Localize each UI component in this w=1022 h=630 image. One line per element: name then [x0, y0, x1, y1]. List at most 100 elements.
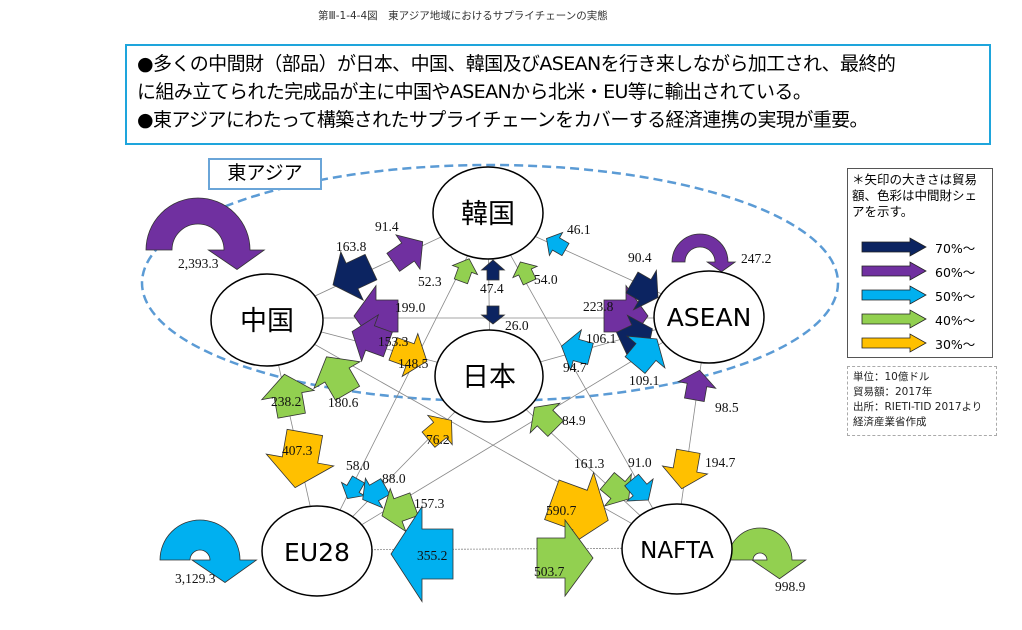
- flow-value-label: 503.7: [534, 564, 565, 579]
- flow-arrow: [362, 476, 391, 509]
- summary-line-1: ●多くの中間財（部品）が日本、中国、韓国及びASEANを行き来しながら加工され、…: [137, 53, 896, 75]
- legend-arrow-icon: [861, 285, 927, 305]
- flow-value-label: 109.1: [629, 373, 659, 388]
- unit-text: 単位：10億ドル: [853, 371, 930, 383]
- flow-arrow: [671, 233, 737, 273]
- flow-arrow: [386, 234, 424, 272]
- flow-arrow: [265, 428, 335, 489]
- flow-value-label: 2,393.3: [178, 256, 219, 271]
- flow-value-label: 194.7: [705, 455, 736, 470]
- flow-value-label: 58.0: [346, 458, 370, 473]
- flow-arrow: [313, 356, 362, 401]
- flow-arrow: [624, 473, 654, 502]
- flow-value-label: 91.4: [375, 219, 399, 234]
- flow-arrow: [451, 258, 479, 285]
- flow-value-label: 54.0: [534, 272, 558, 287]
- flow-value-label: 157.3: [414, 496, 445, 511]
- summary-line-3: ●東アジアにわたって構築されたサプライチェーンをカバーする経済連携の実現が重要。: [137, 109, 869, 131]
- flow-value-label: 91.0: [628, 455, 652, 470]
- node-korea: 韓国: [432, 166, 544, 260]
- legend-item-30: 30%～: [848, 333, 994, 353]
- node-label-eu28: EU28: [284, 538, 350, 567]
- flow-arrow: [561, 328, 594, 372]
- node-eu28: EU28: [261, 505, 373, 597]
- legend-item-40: 40%～: [848, 309, 994, 329]
- flow-value-label: 355.2: [417, 548, 447, 563]
- flow-arrow: [390, 505, 454, 603]
- legend-item-70: 70%～: [848, 237, 994, 257]
- source-note: 単位：10億ドル 貿易額：2017年 出所：RIETI-TID 2017より経済…: [847, 366, 997, 436]
- flow-value-label: 94.7: [563, 360, 587, 375]
- legend-item-60: 60%～: [848, 261, 994, 281]
- flow-arrow: [480, 259, 506, 281]
- flow-arrow: [145, 197, 266, 270]
- flow-arrow: [546, 231, 570, 257]
- legend-label: 60%～: [935, 265, 976, 280]
- node-nafta: NAFTA: [621, 503, 733, 595]
- flow-value-label: 76.2: [426, 432, 450, 447]
- flow-arrow: [421, 414, 453, 448]
- flow-arrow: [677, 369, 717, 402]
- flow-value-label: 26.0: [505, 318, 529, 333]
- flow-value-label: 407.3: [282, 443, 313, 458]
- flow-value-label: 52.3: [418, 274, 442, 289]
- flow-value-label: 238.2: [271, 394, 301, 409]
- flow-value-label: 998.9: [775, 579, 806, 594]
- legend-arrow-icon: [861, 309, 927, 329]
- flow-value-label: 46.1: [567, 222, 591, 237]
- flow-arrow: [260, 373, 316, 419]
- legend-label: 50%～: [935, 289, 976, 304]
- flow-value-label: 247.2: [741, 251, 771, 266]
- flow-value-label: 98.5: [715, 400, 739, 415]
- summary-line-2: に組み立てられた完成品が主に中国やASEANから北米・EU等に輸出されている。: [137, 81, 812, 103]
- flow-arrow: [332, 250, 378, 301]
- flow-value-label: 153.3: [378, 334, 409, 349]
- flow-arrow: [340, 475, 366, 499]
- flow-arrow: [544, 471, 609, 549]
- legend-label: 30%～: [935, 337, 976, 352]
- node-japan: 日本: [434, 329, 544, 423]
- east-asia-region-outline: [140, 163, 840, 403]
- legend: ＊矢印の大きさは貿易額、色彩は中間財シェアを示す。 70%～ 60%～ 50%～…: [847, 168, 993, 358]
- flow-arrow: [159, 519, 258, 583]
- flow-arrow: [661, 448, 709, 490]
- node-china: 中国: [210, 273, 324, 367]
- legend-arrow-icon: [861, 237, 927, 257]
- flow-arrow: [625, 268, 659, 311]
- flow-arrow: [512, 261, 539, 286]
- legend-label: 40%～: [935, 313, 976, 328]
- flow-value-label: 84.9: [562, 413, 586, 428]
- legend-note: ＊矢印の大きさは貿易額、色彩は中間財シェアを示す。: [852, 172, 978, 219]
- node-label-asean: ASEAN: [667, 303, 752, 332]
- flow-value-label: 88.0: [382, 471, 406, 486]
- flow-value-label: 106.1: [586, 331, 616, 346]
- flow-arrow: [529, 402, 564, 437]
- flow-value-label: 161.3: [574, 456, 605, 471]
- summary-box: ●多くの中間財（部品）が日本、中国、韓国及びASEANを行き来しながら加工され、…: [125, 44, 991, 145]
- flow-value-label: 199.0: [395, 300, 426, 315]
- year-text: 貿易額：2017年: [853, 386, 933, 398]
- legend-arrow-icon: [861, 261, 927, 281]
- legend-arrow-icon: [861, 333, 927, 353]
- node-label-nafta: NAFTA: [640, 538, 714, 564]
- flow-arrow: [388, 332, 428, 378]
- figure-title: 第Ⅲ-1-4-4図 東アジア地域におけるサプライチェーンの実態: [318, 10, 608, 22]
- flow-value-label: 148.5: [398, 356, 429, 371]
- source-text: 出所：RIETI-TID 2017より経済産業省作成: [853, 401, 983, 428]
- flow-value-label: 90.4: [628, 250, 652, 265]
- flow-value-label: 180.6: [328, 395, 359, 410]
- flow-arrow: [536, 518, 594, 598]
- flow-arrow: [624, 335, 666, 374]
- node-label-japan: 日本: [462, 362, 516, 393]
- flow-value-label: 3,129.3: [175, 571, 216, 586]
- node-label-korea: 韓国: [461, 199, 515, 230]
- flow-value-label: 163.8: [336, 239, 367, 254]
- flow-arrow: [351, 313, 393, 363]
- flow-value-label: 590.7: [546, 503, 577, 518]
- legend-label: 70%～: [935, 241, 976, 256]
- east-asia-region-label: 東アジア: [208, 158, 322, 190]
- flow-value-label: 223.8: [583, 299, 614, 314]
- flow-arrow: [381, 487, 419, 533]
- flow-arrow: [480, 305, 506, 325]
